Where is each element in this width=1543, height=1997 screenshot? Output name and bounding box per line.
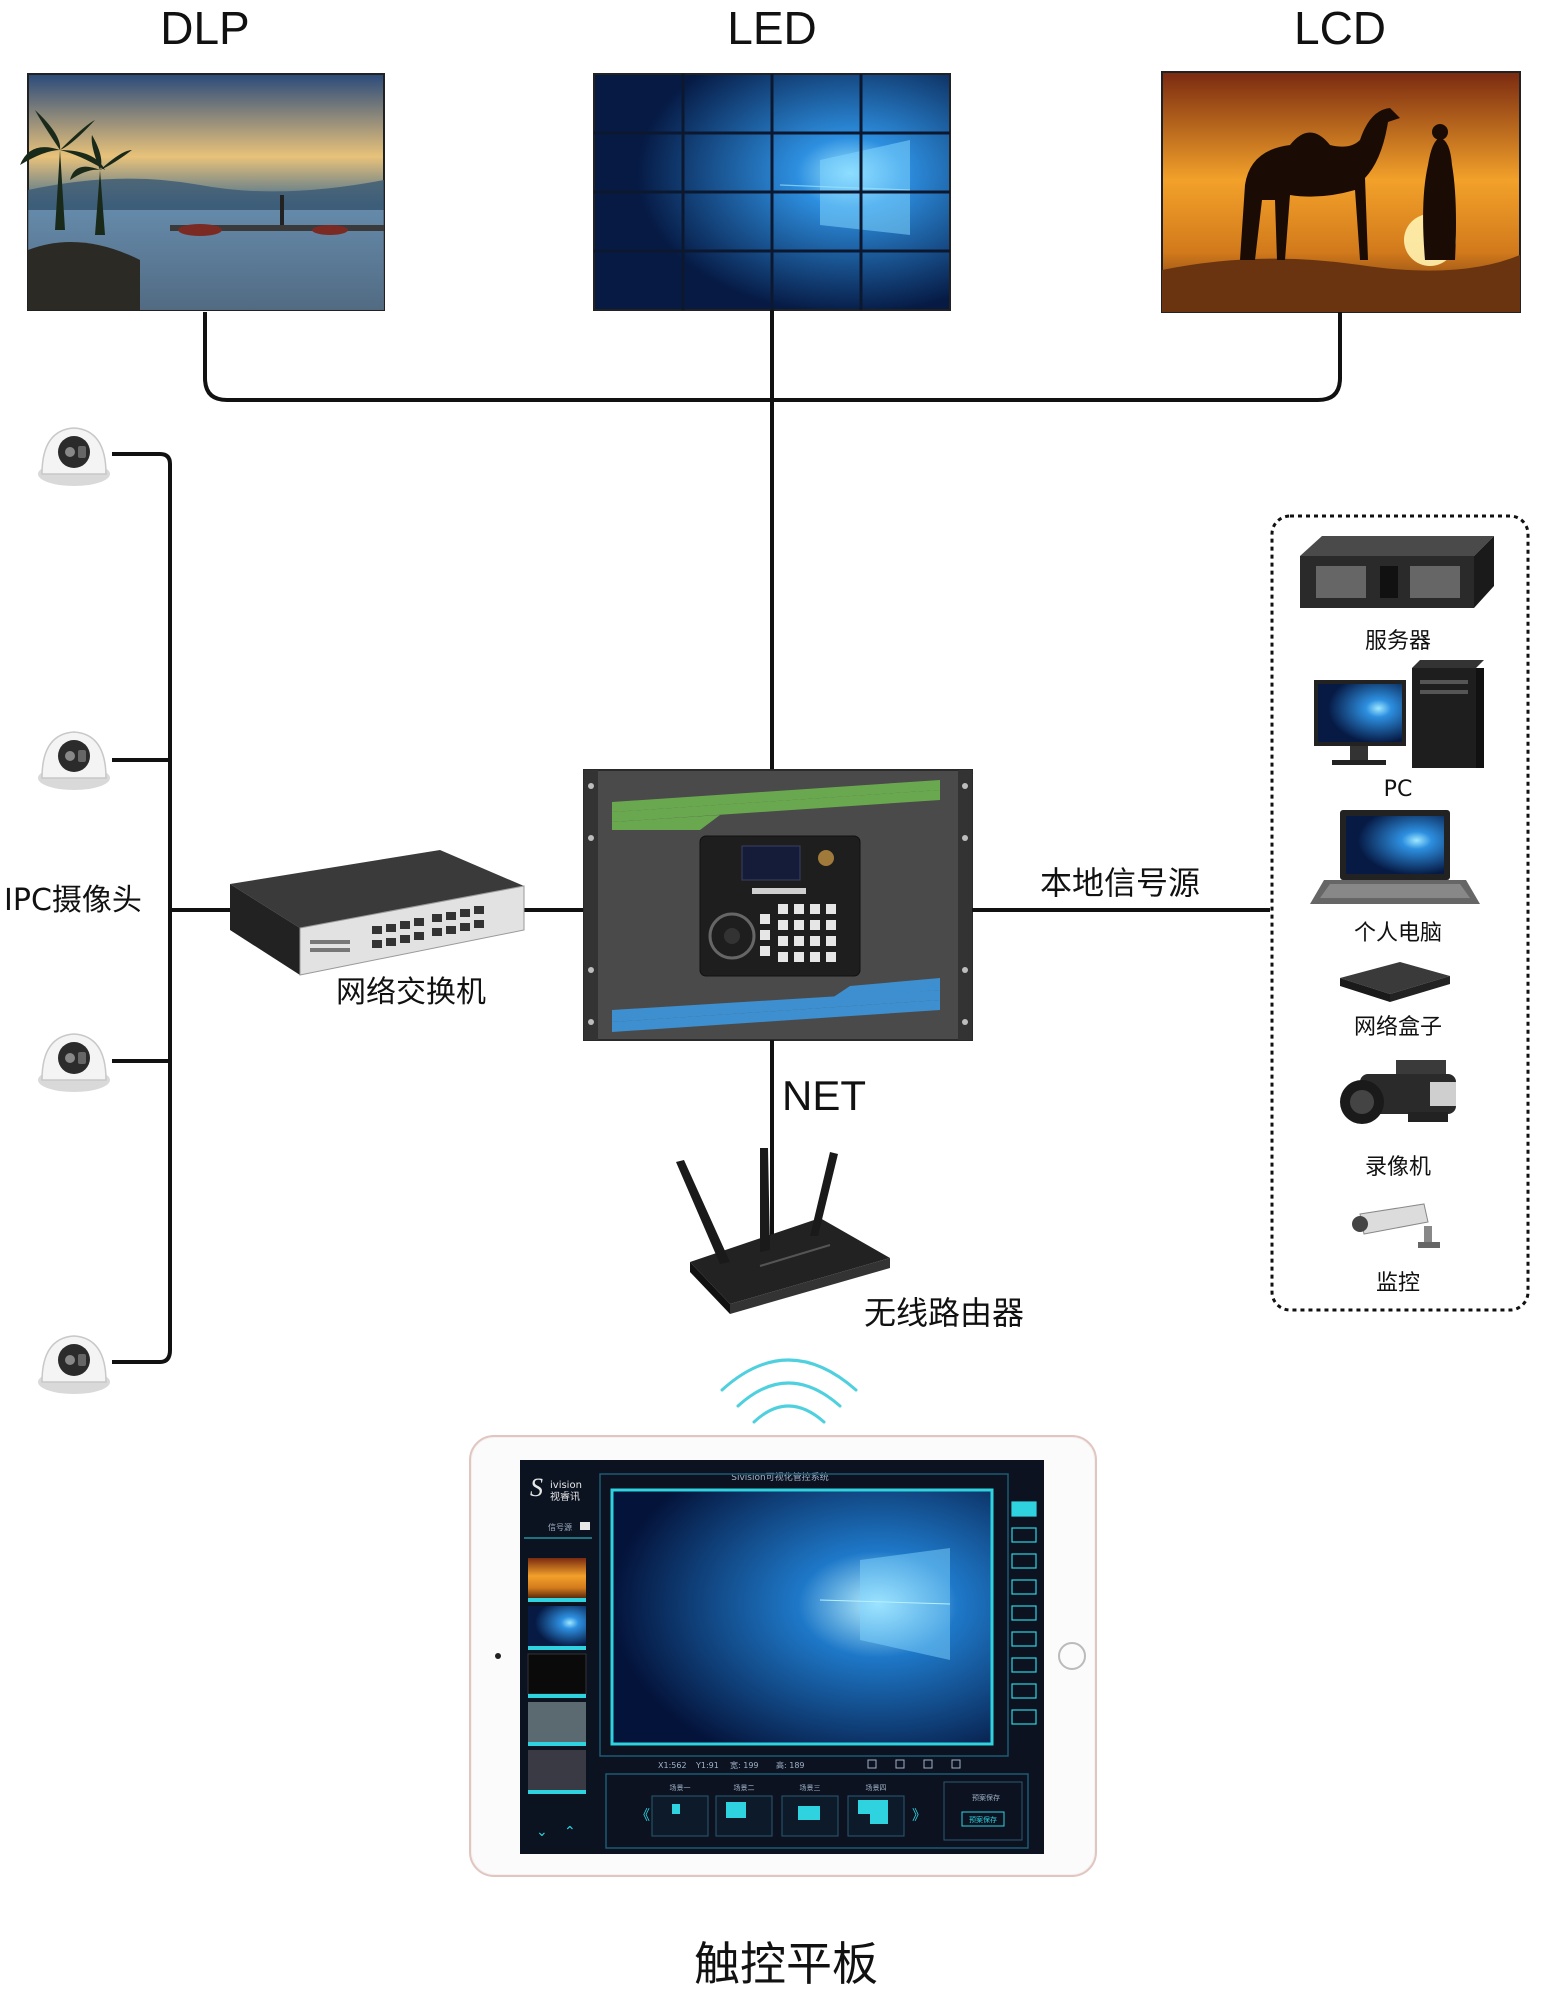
scene-button[interactable]: [651, 1795, 709, 1837]
ipc-camera-icon: [38, 1335, 110, 1394]
dlp-title: DLP: [160, 2, 249, 54]
tablet-device: S ivision 视睿讯 信号源 ⌄ ⌃ Sivision可视化管控系统: [469, 1435, 1097, 1877]
tablet-brand-logo: S: [530, 1473, 543, 1502]
save-plan-label: 预案保存: [972, 1793, 1000, 1802]
scene-label: 场景三: [800, 1783, 821, 1792]
led-display: [593, 73, 951, 311]
coord-w: 宽: 199: [730, 1760, 759, 1770]
laptop-icon: [1310, 810, 1480, 904]
pc-icon: [1314, 660, 1484, 768]
camcorder-icon: [1340, 1060, 1456, 1124]
source-camcorder-label: 录像机: [1365, 1155, 1431, 1180]
scene-label: 场景一: [670, 1783, 691, 1792]
local-source-label: 本地信号源: [1040, 864, 1200, 902]
thumbnail-room[interactable]: [528, 1750, 586, 1790]
router-label: 无线路由器: [864, 1294, 1024, 1332]
tablet-side-buttons[interactable]: [1011, 1501, 1037, 1725]
ipc-bus-lines: [112, 452, 584, 1364]
local-sources-box: [1270, 514, 1530, 1312]
tablet-brand: ivision: [550, 1480, 582, 1491]
layout-tool-icons[interactable]: [867, 1759, 961, 1769]
save-plan-button-label: 预案保存: [969, 1815, 997, 1824]
thumbnail-blank[interactable]: [527, 1653, 587, 1695]
thumbnail-windows[interactable]: [528, 1606, 586, 1646]
ipc-camera-icon: [38, 427, 110, 486]
tablet-source-tab[interactable]: 信号源: [548, 1522, 572, 1532]
save-plan-button[interactable]: [961, 1811, 1005, 1827]
scroll-down-icon[interactable]: ⌄: [536, 1824, 548, 1840]
scene-list: 场景一 场景二 场景三 场景四: [651, 1783, 905, 1837]
server-icon: [1300, 536, 1494, 608]
wireless-router-icon: [676, 1148, 890, 1314]
dlp-display: [20, 73, 385, 311]
source-laptop-label: 个人电脑: [1354, 921, 1442, 946]
net-label: NET: [782, 1072, 866, 1119]
source-surveillance-label: 监控: [1376, 1271, 1420, 1296]
tablet-brand-cn: 视睿讯: [550, 1490, 580, 1503]
display-bus-lines: [203, 310, 1342, 770]
led-title: LED: [727, 2, 816, 54]
source-pc-label: PC: [1384, 777, 1413, 802]
tablet-label: 触控平板: [694, 1937, 878, 1991]
ipc-label: IPC摄像头: [4, 883, 142, 918]
coord-h: 高: 189: [776, 1760, 805, 1770]
scene-prev-icon[interactable]: 《: [636, 1808, 650, 1824]
thumbnail-traffic[interactable]: [528, 1702, 586, 1742]
network-box-icon: [1340, 962, 1450, 1002]
scene-next-icon[interactable]: 》: [912, 1808, 926, 1824]
source-netbox-label: 网络盒子: [1354, 1015, 1442, 1040]
source-server-label: 服务器: [1365, 629, 1431, 654]
ipc-camera-icon: [38, 731, 110, 790]
central-controller-icon: [583, 769, 973, 1041]
scroll-up-icon[interactable]: ⌃: [564, 1824, 576, 1840]
coord-y1: Y1:91: [695, 1761, 719, 1770]
scene-label: 场景二: [734, 1783, 755, 1792]
tablet-thumbnail-list: [527, 1558, 587, 1794]
ipc-camera-icon: [38, 1033, 110, 1092]
lcd-display: [1161, 71, 1521, 313]
wifi-icon: [720, 1358, 858, 1424]
scene-label: 场景四: [866, 1783, 887, 1792]
tablet-system-title: Sivision可视化管控系统: [731, 1471, 828, 1483]
thumbnail-desert[interactable]: [528, 1558, 586, 1598]
coord-x1: X1:562: [658, 1761, 687, 1770]
surveillance-camera-icon: [1352, 1203, 1440, 1248]
lcd-title: LCD: [1294, 2, 1386, 54]
video-icon[interactable]: [580, 1522, 590, 1530]
switch-label: 网络交换机: [336, 975, 486, 1010]
network-switch-icon: [230, 850, 525, 976]
